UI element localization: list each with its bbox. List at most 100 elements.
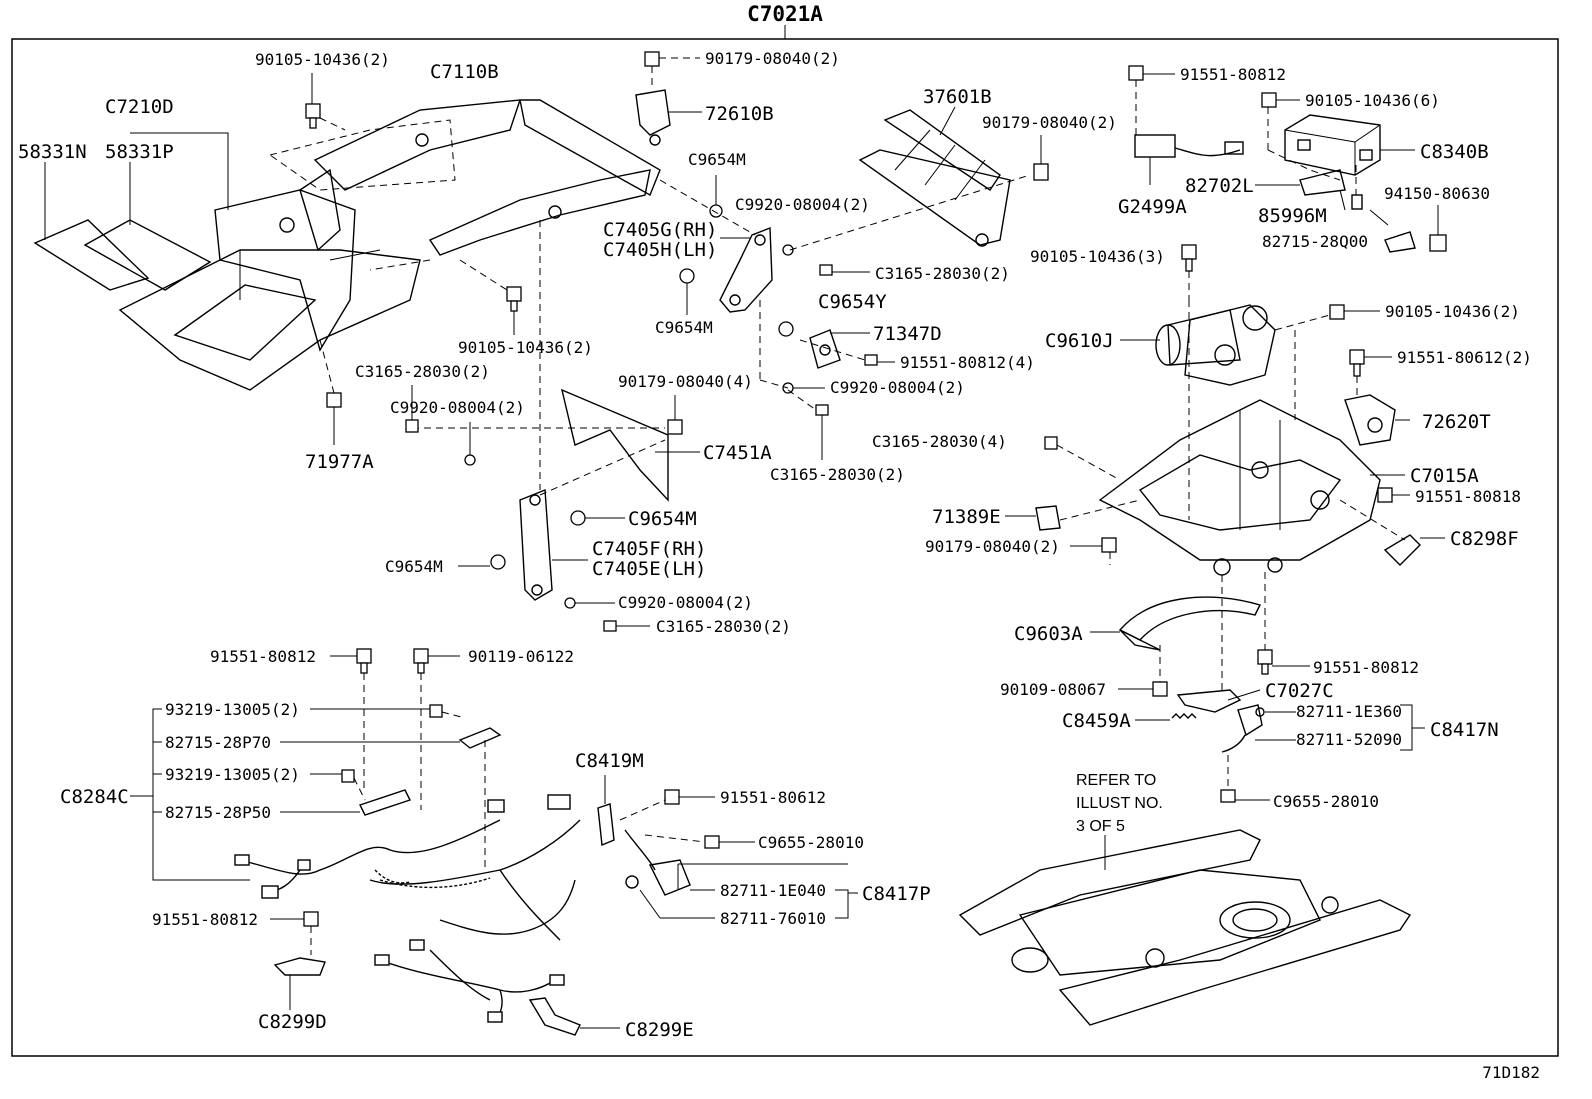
label-b90109: 90109-08067	[1000, 680, 1106, 699]
bolt-91551-b	[1257, 649, 1273, 675]
label-c8417n: C8417N	[1430, 719, 1499, 741]
label-c9654m-b: C9654M	[655, 318, 713, 337]
label-c3165-2b: C3165-28030(2)	[355, 362, 490, 381]
label-c8298f: C8298F	[1450, 528, 1519, 550]
bolt-90179-4	[667, 419, 683, 435]
label-b93219-b: 93219-13005(2)	[165, 765, 300, 784]
label-c9654m-a: C9654M	[688, 150, 746, 169]
bolt-90105-b	[506, 286, 522, 312]
label-c7405h: C7405H(LH)	[603, 239, 717, 261]
link-c7405f	[519, 488, 553, 601]
label-85996m: 85996M	[1258, 205, 1327, 227]
bolt-90109	[1152, 681, 1168, 697]
bracket-71347d	[809, 329, 841, 369]
bolt-91551-d	[303, 911, 319, 927]
washer-c9654m-b	[679, 268, 695, 284]
label-g2499a: G2499A	[1118, 196, 1187, 218]
label-b91551-818: 91551-80818	[1415, 487, 1521, 506]
motor-c9610j	[1155, 304, 1276, 386]
refer-note-line-3: 3 OF 5	[1076, 818, 1125, 835]
bolt-91551-612	[664, 789, 680, 805]
label-b91551-c: 91551-80812	[210, 647, 316, 666]
label-c9654m-d: C9654M	[385, 557, 443, 576]
bolt-c3165-d	[603, 620, 617, 632]
label-82711-1e040: 82711-1E040	[720, 881, 826, 900]
spring-c8459a	[1171, 713, 1197, 719]
washer-c9654y	[778, 321, 794, 337]
bolt-c9655-b	[704, 835, 720, 849]
label-82715-p50: 82715-28P50	[165, 803, 271, 822]
label-c7405f: C7405F(RH)	[592, 538, 706, 560]
bracket-c8299e	[528, 997, 581, 1036]
label-c9920-2b: C9920-08004(2)	[390, 398, 525, 417]
label-c9655-b: C9655-28010	[758, 833, 864, 852]
nut-90179-2b	[1033, 163, 1049, 181]
label-c3165-2a: C3165-28030(2)	[875, 264, 1010, 283]
label-82711-76010: 82711-76010	[720, 909, 826, 928]
wire-harness-c8284c	[234, 794, 581, 1023]
label-c7405e: C7405E(LH)	[592, 558, 706, 580]
label-c9920-2c: C9920-08004(2)	[830, 378, 965, 397]
bolt-90105-3	[1181, 244, 1197, 272]
label-c9920-2d: C9920-08004(2)	[618, 593, 753, 612]
pad-71389e	[1035, 505, 1061, 531]
label-b90119: 90119-06122	[468, 647, 574, 666]
diagram-frame	[11, 38, 1559, 1057]
label-c7110b: C7110B	[430, 61, 499, 83]
switch-c8419m	[597, 803, 615, 847]
label-c8299d: C8299D	[258, 1011, 327, 1033]
label-37601b: 37601B	[923, 86, 992, 108]
bolt-c3165-c	[405, 419, 419, 433]
ecu-c8340b	[1284, 114, 1381, 176]
bracket-c8298f	[1383, 534, 1421, 566]
label-b90179-2a: 90179-08040(2)	[705, 49, 840, 68]
label-58331n: 58331N	[18, 141, 87, 163]
label-c8417p: C8417P	[862, 883, 931, 905]
harness-g2499a	[1134, 134, 1244, 158]
nut-94150	[1429, 234, 1447, 252]
clip-85996m	[1351, 194, 1363, 210]
frame-37601b	[858, 109, 1011, 247]
bolt-91551-c	[356, 648, 372, 674]
label-c8284c: C8284C	[60, 786, 129, 808]
bracket-82702l	[1299, 169, 1346, 196]
link-c7405g	[719, 226, 773, 313]
seat-frame-c7110b	[118, 99, 661, 391]
bolt-c3165-b	[815, 404, 829, 416]
bolt-c3165-4	[1044, 436, 1058, 450]
label-c9655-a: C9655-28010	[1273, 792, 1379, 811]
label-b90105-6: 90105-10436(6)	[1305, 91, 1440, 110]
bracket-82715-q00	[1384, 231, 1416, 253]
bolt-90105-2c	[1329, 304, 1345, 320]
bolt-91551-818	[1377, 487, 1393, 503]
label-c3165-2d: C3165-28030(2)	[656, 617, 791, 636]
label-b90179-2b: 90179-08040(2)	[982, 113, 1117, 132]
label-c7210d: C7210D	[105, 96, 174, 118]
label-b91551-612: 91551-80612	[720, 788, 826, 807]
label-c7405g: C7405G(RH)	[603, 219, 717, 241]
lever-c7027c	[1176, 689, 1242, 713]
bolt-90105-6	[1261, 92, 1277, 108]
label-71977a: 71977A	[305, 451, 374, 473]
bolt-c9655-a	[1220, 789, 1236, 803]
bolt-91551-612-2	[1349, 349, 1365, 377]
label-c8299e: C8299E	[625, 1019, 694, 1041]
label-b90105-2b: 90105-10436(2)	[458, 338, 593, 357]
reference-track-assembly	[958, 829, 1412, 1026]
label-72620t: 72620T	[1422, 411, 1491, 433]
label-82715-p70: 82715-28P70	[165, 733, 271, 752]
label-b90179-2c: 90179-08040(2)	[925, 537, 1060, 556]
label-b90105-2c: 90105-10436(2)	[1385, 302, 1520, 321]
washer-c9920-a	[782, 244, 794, 256]
label-82702l: 82702L	[1185, 175, 1254, 197]
label-b91551-b: 91551-80812	[1313, 658, 1419, 677]
label-c8419m: C8419M	[575, 750, 644, 772]
cover-c9603a	[1118, 596, 1261, 651]
label-b91551-a: 91551-80812	[1180, 65, 1286, 84]
label-c9603a: C9603A	[1014, 623, 1083, 645]
washer-c9920-d	[564, 597, 576, 609]
washer-c9654m-c	[570, 510, 586, 526]
label-82711-1e360: 82711-1E360	[1296, 702, 1402, 721]
label-c7451a: C7451A	[703, 442, 772, 464]
